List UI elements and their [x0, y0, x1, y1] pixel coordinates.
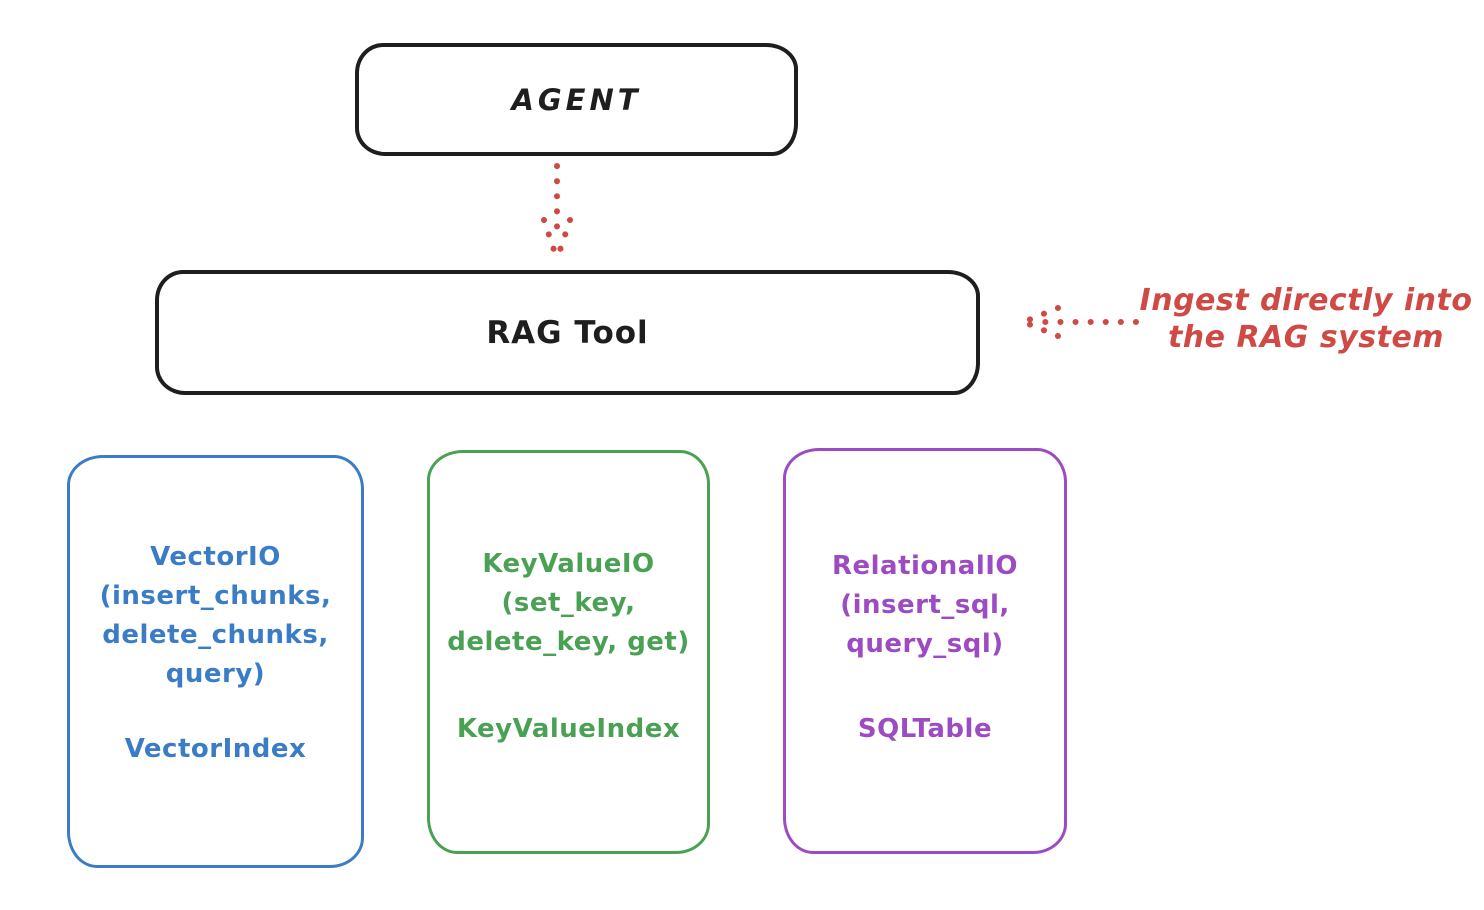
relational-io-title: RelationalIO: [831, 551, 1019, 581]
relational-io-param: (insert_sql,: [840, 590, 1010, 620]
agent-label: AGENT: [511, 82, 642, 117]
vector-io-node: VectorIO (insert_chunks, delete_chunks, …: [67, 455, 364, 868]
ingest-annotation-line2: the RAG system: [1167, 320, 1445, 355]
rag-tool-node: RAG Tool: [155, 270, 980, 395]
ingest-annotation-line1: Ingest directly into: [1139, 283, 1473, 318]
keyvalue-io-node: KeyValueIO (set_key, delete_key, get) Ke…: [427, 450, 710, 854]
agent-node: AGENT: [355, 43, 798, 156]
vector-io-param: query): [165, 659, 266, 689]
vector-io-title: VectorIO: [150, 542, 281, 572]
keyvalue-io-param: delete_key, get): [447, 627, 690, 657]
vector-io-param: (insert_chunks,: [99, 581, 332, 611]
keyvalue-index-label: KeyValueIndex: [456, 714, 681, 744]
ingest-annotation: Ingest directly into the RAG system: [1138, 282, 1474, 356]
relational-io-text: RelationalIO (insert_sql, query_sql): [832, 547, 1018, 664]
relational-io-param: query_sql): [846, 629, 1004, 659]
sql-table-label: SQLTable: [857, 714, 993, 744]
keyvalue-io-param: (set_key,: [501, 588, 636, 618]
rag-tool-label: RAG Tool: [486, 314, 649, 351]
dotted-arrow-left-icon: [1023, 305, 1139, 339]
vector-index-label: VectorIndex: [124, 734, 307, 764]
keyvalue-io-text: KeyValueIO (set_key, delete_key, get): [447, 545, 690, 662]
relational-io-node: RelationalIO (insert_sql, query_sql) SQL…: [783, 448, 1067, 854]
vector-io-param: delete_chunks,: [102, 620, 329, 650]
vector-io-text: VectorIO (insert_chunks, delete_chunks, …: [100, 538, 332, 694]
dotted-arrow-down-icon: [541, 163, 573, 259]
keyvalue-io-title: KeyValueIO: [482, 549, 655, 579]
agent-to-ragtool-arrow: [535, 160, 579, 264]
annotation-to-ragtool-arrow: [1018, 300, 1142, 344]
